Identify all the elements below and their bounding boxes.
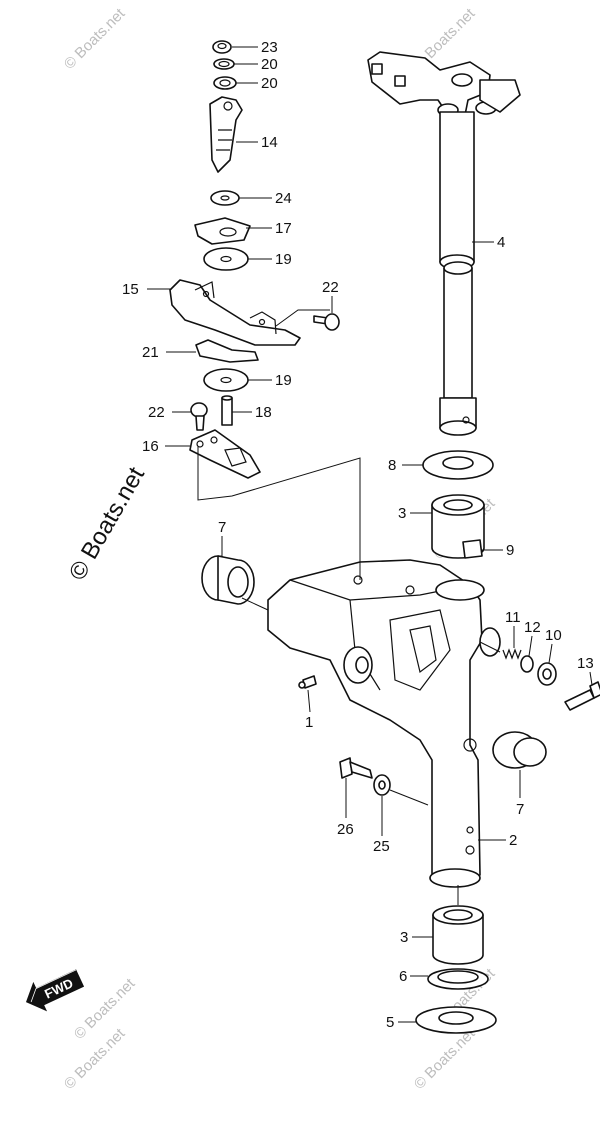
bushing-key (462, 539, 483, 559)
callout-5: 5 (386, 1014, 394, 1031)
callout-16: 16 (142, 438, 159, 455)
callout-11: 11 (505, 609, 521, 626)
callout-3-lower: 3 (400, 929, 408, 946)
callout-20-b: 20 (261, 75, 278, 92)
callouts: 23 20 20 14 24 17 19 15 22 21 19 22 18 1… (122, 39, 594, 1031)
callout-8: 8 (388, 457, 396, 474)
callout-13: 13 (577, 655, 594, 672)
watermark-top-left: © Boats.net (61, 5, 129, 73)
steering-arm (209, 96, 243, 173)
callout-1: 1 (305, 714, 313, 731)
callout-18: 18 (255, 404, 272, 421)
callout-24: 24 (275, 190, 292, 207)
watermark-bottom-left: © Boats.net (61, 1025, 129, 1093)
nut (212, 40, 232, 54)
callout-22-b: 22 (148, 404, 165, 421)
detent-spring (502, 648, 522, 660)
plate-21 (195, 339, 259, 363)
steering-shaft-lower (439, 261, 477, 436)
callout-19-b: 19 (275, 372, 292, 389)
swivel-bushing-left (201, 555, 255, 605)
callout-25: 25 (373, 838, 390, 855)
callout-23: 23 (261, 39, 278, 56)
bolt-22-upper (313, 313, 340, 331)
watermark-main: © Boats.net (64, 462, 150, 585)
callout-7-left: 7 (218, 519, 226, 536)
callout-6: 6 (399, 968, 407, 985)
lower-washer-small (427, 968, 489, 990)
washer-19-upper (203, 247, 249, 271)
callout-2: 2 (509, 832, 517, 849)
callout-7-right: 7 (516, 801, 524, 818)
grease-nipple (298, 675, 317, 689)
lower-washer-large (415, 1006, 497, 1034)
detent-bolt (564, 681, 600, 711)
steering-shaft-bracket (367, 51, 521, 119)
swivel-bushing-right (492, 731, 547, 769)
leader-lines (147, 46, 593, 1023)
callout-17: 17 (275, 220, 292, 237)
callout-9: 9 (506, 542, 514, 559)
detent-washer (520, 655, 534, 673)
callout-20-a: 20 (261, 56, 278, 73)
swivel-bracket (267, 559, 501, 888)
thrust-washer (422, 450, 494, 480)
callout-10: 10 (545, 627, 562, 644)
callout-21: 21 (142, 344, 159, 361)
friction-plate (189, 429, 261, 479)
callout-22-a: 22 (322, 279, 339, 296)
steering-shaft-upper (439, 111, 475, 270)
pivot-washer (373, 774, 391, 796)
washer-19-lower (203, 368, 249, 392)
fwd-arrow: FWD (25, 969, 85, 1012)
callout-26: 26 (337, 821, 354, 838)
callout-12: 12 (524, 619, 541, 636)
washer-upper-b (213, 76, 237, 90)
pin-18 (221, 395, 233, 426)
callout-4: 4 (497, 234, 505, 251)
washer-24 (210, 190, 240, 206)
watermark-bottom-right: © Boats.net (411, 1025, 479, 1093)
pivot-bolt (339, 757, 373, 779)
callout-15: 15 (122, 281, 139, 298)
stopper-plate (194, 217, 251, 245)
washer-upper-a (213, 58, 235, 70)
fwd-arrow-icon (25, 969, 85, 1012)
callout-19-a: 19 (275, 251, 292, 268)
callout-14: 14 (261, 134, 278, 151)
bolt-22-lower (190, 402, 208, 431)
friction-lever (169, 279, 301, 346)
detent-seal (537, 662, 557, 686)
lower-bushing (432, 905, 484, 965)
callout-3-upper: 3 (398, 505, 406, 522)
